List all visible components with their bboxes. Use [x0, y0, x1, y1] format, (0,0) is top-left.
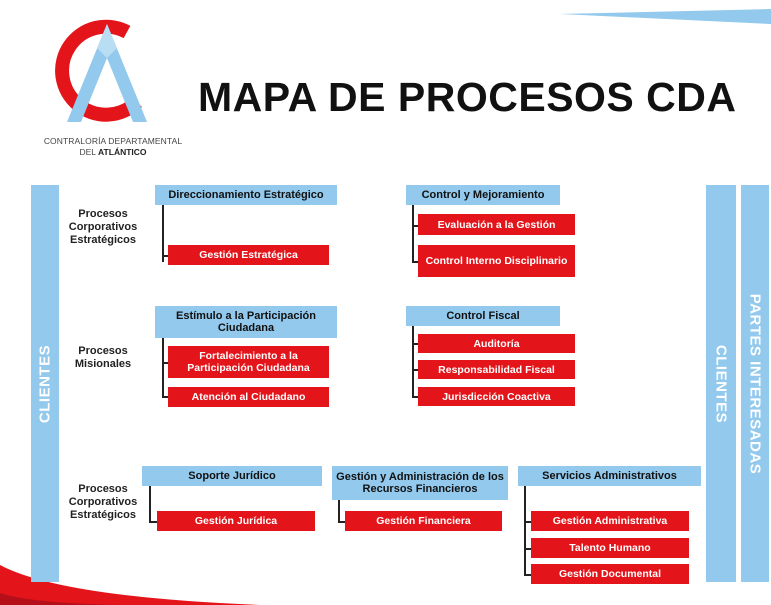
logo-text-bold: ATLÁNTICO	[98, 147, 147, 157]
connector-line	[412, 326, 414, 397]
partes-interesadas-label: PARTES INTERESADAS	[746, 293, 764, 474]
item-evaluacion-gestion: Evaluación a la Gestión	[418, 214, 575, 235]
clientes-bar-right-label: CLIENTES	[712, 344, 730, 423]
connector-line	[149, 486, 151, 522]
item-jurisdiccion-coactiva: Jurisdicción Coactiva	[418, 387, 575, 406]
connector-line	[412, 343, 418, 345]
item-responsabilidad-fiscal: Responsabilidad Fiscal	[418, 360, 575, 379]
connector-line	[524, 574, 531, 576]
logo-text-line2: DEL ATLÁNTICO	[38, 147, 188, 157]
connector-line	[524, 521, 531, 523]
connector-line	[162, 362, 168, 364]
header-direccionamiento-estrategico: Direccionamiento Estratégico	[155, 185, 337, 205]
connector-line	[149, 521, 157, 523]
item-gestion-documental: Gestión Documental	[531, 564, 689, 584]
group-label-estrategicos-top: Procesos Corporativos Estratégicos	[68, 208, 138, 246]
logo-text-prefix: DEL	[79, 147, 99, 157]
connector-line	[162, 396, 168, 398]
logo: CONTRALORÍA DEPARTAMENTAL DEL ATLÁNTICO	[38, 18, 188, 163]
item-fortalecimiento-participacion: Fortalecimiento a la Participación Ciuda…	[168, 346, 329, 378]
page-title: MAPA DE PROCESOS CDA	[198, 74, 737, 120]
item-gestion-juridica: Gestión Jurídica	[157, 511, 315, 531]
header-control-mejoramiento: Control y Mejoramiento	[406, 185, 560, 205]
connector-line	[412, 369, 418, 371]
item-gestion-estrategica: Gestión Estratégica	[168, 245, 329, 265]
connector-line	[412, 261, 418, 263]
header-estimulo-participacion: Estímulo a la Participación Ciudadana	[155, 306, 337, 338]
decorative-swoosh-bottom	[0, 565, 260, 605]
item-control-interno-disciplinario: Control Interno Disciplinario	[418, 245, 575, 277]
header-servicios-administrativos: Servicios Administrativos	[518, 466, 701, 486]
item-gestion-administrativa: Gestión Administrativa	[531, 511, 689, 531]
connector-line	[338, 500, 340, 522]
clientes-bar-left: CLIENTES	[31, 185, 59, 582]
logo-emblem	[55, 19, 147, 122]
connector-line	[162, 255, 168, 257]
item-auditoria: Auditoría	[418, 334, 575, 353]
connector-line	[338, 521, 345, 523]
connector-line	[162, 205, 164, 262]
logo-text-line1: CONTRALORÍA DEPARTAMENTAL	[43, 136, 183, 146]
header-control-fiscal: Control Fiscal	[406, 306, 560, 326]
item-gestion-financiera: Gestión Financiera	[345, 511, 502, 531]
clientes-bar-left-label: CLIENTES	[36, 344, 54, 423]
connector-line	[524, 486, 526, 575]
connector-line	[162, 338, 164, 397]
connector-line	[412, 205, 414, 262]
connector-line	[412, 396, 418, 398]
header-recursos-financieros: Gestión y Administración de los Recursos…	[332, 466, 508, 500]
clientes-bar-right: CLIENTES	[706, 185, 736, 582]
partes-interesadas-bar: PARTES INTERESADAS	[741, 185, 769, 582]
decorative-swoosh-top	[560, 9, 771, 24]
group-label-estrategicos-bottom: Procesos Corporativos Estratégicos	[68, 483, 138, 521]
connector-line	[412, 225, 418, 227]
item-talento-humano: Talento Humano	[531, 538, 689, 558]
connector-line	[524, 548, 531, 550]
group-label-misionales: Procesos Misionales	[74, 345, 132, 370]
header-soporte-juridico: Soporte Jurídico	[142, 466, 322, 486]
item-atencion-ciudadano: Atención al Ciudadano	[168, 387, 329, 407]
